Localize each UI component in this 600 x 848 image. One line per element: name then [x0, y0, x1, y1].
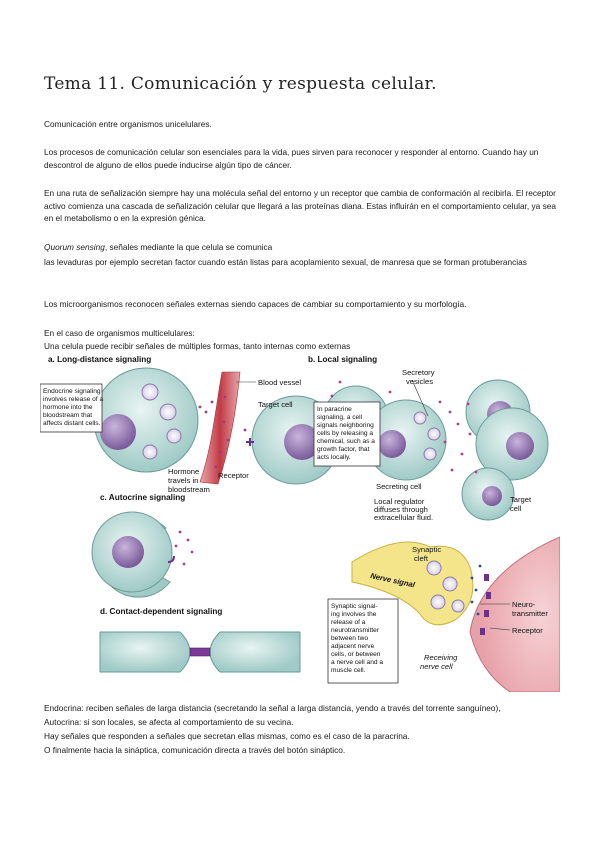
- svg-text:involves release of a: involves release of a: [43, 396, 103, 403]
- secreting-cell-a: [93, 367, 199, 473]
- page-title: Tema 11. Comunicación y respuesta celula…: [44, 74, 437, 94]
- cell-signaling-figure: a. Long-distance signaling Endocrine sig…: [40, 352, 560, 692]
- panel-d-title: d. Contact-dependent signaling: [100, 607, 222, 616]
- receiving-label-2: nerve cell: [420, 662, 453, 671]
- svg-text:signals neighboring: signals neighboring: [317, 422, 374, 429]
- svg-text:Endocrine signaling: Endocrine signaling: [43, 388, 101, 395]
- hormone-dots: [198, 395, 247, 469]
- paragraph-signaling-route: En una ruta de señalización siempre hay …: [44, 188, 556, 224]
- local-reg-label-2: diffuses through: [374, 505, 428, 514]
- endocrine-textbox: [40, 383, 103, 433]
- svg-text:ing involves the: ing involves the: [331, 611, 377, 618]
- secretory-label-2: vesicles: [406, 377, 433, 386]
- svg-text:muscle cell.: muscle cell.: [331, 667, 366, 674]
- paragraph-paracrina: Hay señales que responden a señales que …: [44, 731, 410, 741]
- secretory-label-1: Secretory: [402, 368, 435, 377]
- svg-text:adjacent nerve: adjacent nerve: [331, 643, 375, 650]
- svg-text:a nerve cell and a: a nerve cell and a: [331, 659, 383, 666]
- blood-vessel-label: Blood vessel: [258, 378, 301, 387]
- panel-b-title: b. Local signaling: [308, 355, 377, 364]
- svg-text:affects distant cells.: affects distant cells.: [43, 420, 101, 427]
- quorum-rest: , señales mediante la que celula se comu…: [104, 242, 273, 252]
- section-heading-unicellular: Comunicación entre organismos unicelular…: [44, 119, 212, 129]
- paracrine-text: In paracrine signaling, a cell signals n…: [317, 406, 375, 461]
- paragraph-sinaptica: O finalmente hacia la sináptica, comunic…: [44, 745, 346, 755]
- svg-text:release of a: release of a: [331, 619, 366, 626]
- svg-text:neurotransmitter: neurotransmitter: [331, 627, 380, 634]
- hormone-label-2: travels in: [168, 476, 198, 485]
- figure-svg: a. Long-distance signaling Endocrine sig…: [40, 355, 560, 692]
- hormone-label-1: Hormone: [168, 467, 199, 476]
- svg-text:bloodstream that: bloodstream that: [43, 412, 92, 419]
- paragraph-quorum: Quorum sensing, señales mediante la que …: [44, 241, 558, 254]
- target-cell-b-label-1: Target: [510, 495, 532, 504]
- svg-text:chemical, such as a: chemical, such as a: [317, 438, 375, 445]
- svg-text:Synaptic signal-: Synaptic signal-: [331, 603, 378, 610]
- svg-text:cells, or between: cells, or between: [331, 651, 381, 658]
- neurotransmitter-label-2: transmitter: [512, 609, 548, 618]
- svg-text:signaling, a cell: signaling, a cell: [317, 414, 363, 421]
- local-reg-label-1: Local regulator: [374, 497, 425, 506]
- paracrine-textbox: [313, 401, 381, 467]
- paragraph-yeast: las levaduras por ejemplo secretan facto…: [44, 257, 527, 267]
- receptor-label-e: Receptor: [512, 626, 543, 635]
- local-reg-label-3: extracellular fluid.: [374, 513, 433, 522]
- synaptic-cleft-label-2: cleft: [414, 554, 429, 563]
- blood-vessel-shape: [199, 371, 241, 485]
- panel-c-title: c. Autocrine signaling: [100, 493, 185, 502]
- endocrine-text: Endocrine signaling involves release of …: [43, 388, 103, 427]
- svg-text:between two: between two: [331, 635, 368, 642]
- svg-text:growth factor, that: growth factor, that: [317, 446, 370, 453]
- receiving-label-1: Receiving: [424, 653, 458, 662]
- secreting-cell-label: Secreting cell: [376, 482, 422, 491]
- panel-a-title: a. Long-distance signaling: [48, 355, 151, 364]
- synapse-illustration: [351, 536, 560, 692]
- contact-cells: [99, 631, 301, 673]
- paragraph-endocrina: Endocrina: reciben señales de larga dist…: [44, 703, 501, 713]
- synaptic-cleft-label-1: Synaptic: [412, 545, 441, 554]
- receptor-label-a: Receptor: [218, 471, 249, 480]
- svg-text:cells by releasing a: cells by releasing a: [317, 430, 373, 437]
- autocrine-dots: [174, 530, 194, 566]
- section-heading-multicellular: En el caso de organismos multicelulares:: [44, 328, 195, 338]
- paragraph-microorganisms: Los microorganismos reconocen señales ex…: [44, 299, 467, 309]
- paragraph-multiple-forms: Una celula puede recibir señales de múlt…: [44, 341, 351, 351]
- paragraph-autocrina: Autocrina: si son locales, se afecta al …: [44, 717, 294, 727]
- autocrine-cell: [91, 511, 175, 598]
- paragraph-intro: Los procesos de comunicación celular son…: [44, 147, 539, 170]
- svg-text:acts locally.: acts locally.: [317, 454, 351, 461]
- synaptic-text: Synaptic signal- ing involves the releas…: [331, 603, 383, 674]
- target-cell-label: Target cell: [258, 400, 293, 409]
- neurotransmitter-label-1: Neuro-: [512, 600, 536, 609]
- svg-text:In paracrine: In paracrine: [317, 406, 352, 413]
- quorum-term: Quorum sensing: [44, 242, 105, 252]
- target-cell-b-label-2: cell: [510, 504, 522, 513]
- synaptic-textbox: [327, 598, 399, 684]
- hormone-label-3: bloodstream: [168, 485, 210, 494]
- local-regulator-dots: [330, 380, 478, 474]
- svg-text:hormone into the: hormone into the: [43, 404, 93, 411]
